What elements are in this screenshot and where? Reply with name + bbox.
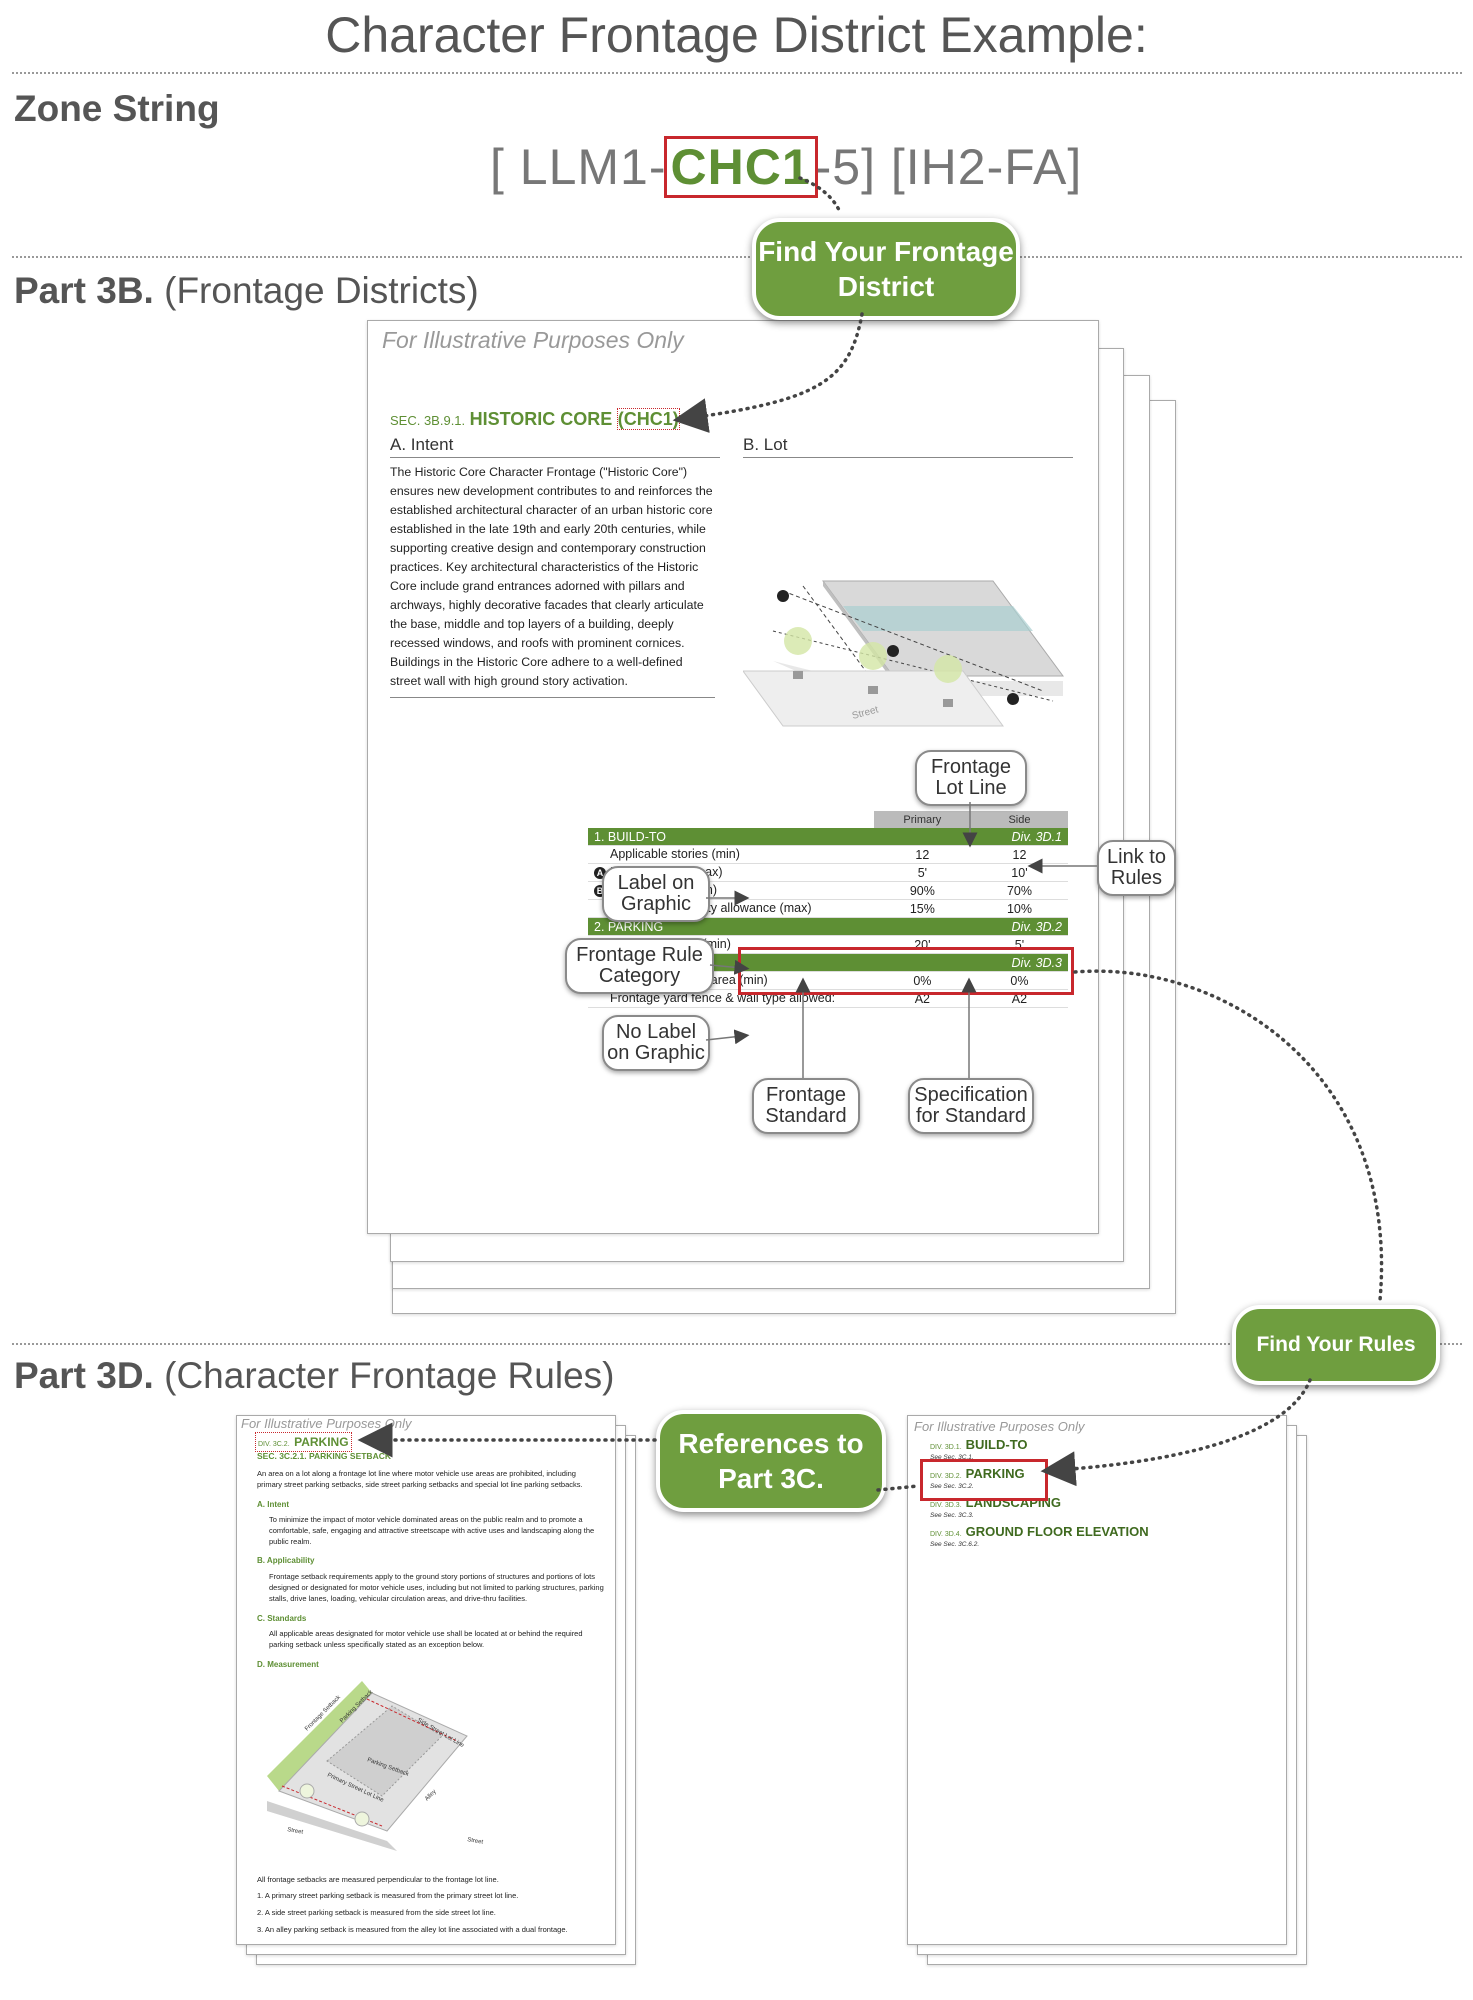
primary-value: 5': [873, 863, 971, 882]
div-number: DIV. 3D.2.: [930, 1473, 962, 1480]
callout-frontage-rule-category: Frontage Rule Category: [565, 938, 714, 994]
group-ref: Div. 3D.3: [873, 953, 1068, 972]
group-ref: Div. 3D.1: [873, 828, 1068, 846]
section-code: (CHC1): [616, 408, 680, 430]
lot-heading: B. Lot: [743, 435, 1073, 458]
primary-value: 0%: [873, 971, 971, 990]
side-value: 0%: [970, 971, 1068, 990]
divider: [12, 72, 1462, 74]
divider: [12, 1343, 1462, 1345]
section-title: HISTORIC CORE: [469, 409, 613, 429]
see-reference: See Sec. 3C.3.: [930, 1512, 974, 1519]
see-reference: See Sec. 3C.1.: [930, 1454, 974, 1461]
parking-highlight: [738, 947, 1074, 995]
group-title: 1. BUILD-TO: [588, 828, 874, 846]
part-3b-rest: (Frontage Districts): [164, 270, 479, 311]
part-3d-bold: Part 3D.: [14, 1355, 154, 1396]
see-reference: See Sec. 3C.6.2.: [930, 1541, 980, 1548]
callout-link-to-rules: Link to Rules: [1097, 840, 1176, 896]
standards-head: C. Standards: [257, 1614, 307, 1623]
diagram-label: Street: [287, 1827, 304, 1836]
div-title: GROUND FLOOR ELEVATION: [965, 1524, 1149, 1539]
applicability-text: Frontage setback requirements apply to t…: [269, 1572, 604, 1603]
foot-text: All frontage setbacks are measured perpe…: [257, 1875, 499, 1884]
side-value: 10%: [970, 899, 1068, 918]
measurement-head: D. Measurement: [257, 1660, 319, 1669]
intro-text: An area on a lot along a frontage lot li…: [257, 1469, 583, 1489]
illustrative-note: For Illustrative Purposes Only: [914, 1419, 1085, 1434]
row-label-cell: Applicable stories (min): [588, 845, 874, 864]
divider: [12, 256, 1462, 258]
see-reference: See Sec. 3C.2.: [930, 1483, 974, 1490]
find-rules-pill: Find Your Rules: [1232, 1305, 1440, 1385]
sec-title: SEC. 3C.2.1. PARKING SETBACK: [257, 1451, 391, 1461]
callout-frontage-standard: Frontage Standard: [752, 1078, 860, 1134]
zone-suffix: -5] [IH2-FA]: [814, 139, 1083, 195]
primary-value: 12: [873, 845, 971, 864]
page-title: Character Frontage District Example:: [325, 7, 1148, 63]
div-heading: DIV. 3C.2. PARKING: [255, 1432, 352, 1452]
right-page: For Illustrative Purposes Only DIV. 3D.1…: [907, 1415, 1287, 1945]
zone-prefix: [ LLM1-: [490, 139, 667, 195]
parking-div-highlight: [920, 1459, 1048, 1501]
div-title: PARKING: [965, 1466, 1025, 1481]
part-3b-heading: Part 3B. (Frontage Districts): [14, 270, 479, 312]
find-district-pill: Find Your Frontage District: [752, 218, 1020, 320]
div-title: PARKING: [294, 1435, 349, 1449]
measurement-list: 1. A primary street parking setback is m…: [257, 1890, 602, 1941]
section-number: SEC. 3B.9.1.: [390, 413, 466, 428]
part-3d-rest: (Character Frontage Rules): [164, 1355, 615, 1396]
intent-text: The Historic Core Character Frontage ("H…: [390, 463, 715, 698]
part-3d-heading: Part 3D. (Character Frontage Rules): [14, 1355, 614, 1397]
standards-text: All applicable areas designated for moto…: [269, 1629, 583, 1649]
row-label: Applicable stories (min): [610, 847, 740, 861]
div-entry: DIV. 3D.4.GROUND FLOOR ELEVATION See Sec.…: [930, 1523, 1270, 1548]
group-ref: Div. 3D.2: [873, 917, 1068, 936]
callout-specification: Specification for Standard: [908, 1078, 1034, 1134]
zone-highlight: CHC1: [663, 136, 818, 198]
intent-text: To minimize the impact of motor vehicle …: [269, 1515, 595, 1546]
side-value: 70%: [970, 881, 1068, 900]
div-number: DIV. 3D.1.: [930, 1444, 962, 1451]
intent-heading: A. Intent: [390, 435, 720, 458]
primary-value: 90%: [873, 881, 971, 900]
measurement-item: 2. A side street parking setback is meas…: [257, 1908, 496, 1917]
side-value: 12: [970, 845, 1068, 864]
col-primary: Primary: [873, 811, 971, 828]
diagram-label: Alley: [424, 1789, 437, 1802]
illustrative-note: For Illustrative Purposes Only: [241, 1416, 412, 1431]
measurement-item: 1. A primary street parking setback is m…: [257, 1891, 519, 1900]
section-heading: SEC. 3B.9.1. HISTORIC CORE (CHC1): [390, 408, 680, 430]
part-3b-bold: Part 3B.: [14, 270, 154, 311]
col-side: Side: [970, 811, 1068, 828]
left-page: For Illustrative Purposes Only DIV. 3C.2…: [236, 1415, 616, 1945]
applicability-head: B. Applicability: [257, 1556, 315, 1565]
primary-value: 15%: [873, 899, 971, 918]
references-pill: References to Part 3C.: [656, 1410, 886, 1512]
zone-string-heading: Zone String: [14, 88, 220, 129]
div-entry: DIV. 3D.1.BUILD-TO See Sec. 3C.1.: [930, 1436, 1270, 1461]
callout-frontage-lot-line: Frontage Lot Line: [915, 750, 1027, 806]
div-number: DIV. 3C.2.: [258, 1441, 290, 1448]
div-title: BUILD-TO: [965, 1437, 1028, 1452]
lot-diagram: Street: [743, 580, 1064, 727]
illustrative-note: For Illustrative Purposes Only: [382, 327, 684, 353]
div-number: DIV. 3D.4.: [930, 1531, 962, 1538]
diagram-label: Street: [467, 1837, 484, 1846]
group-title: 2. PARKING: [588, 917, 874, 936]
side-value: 10': [970, 863, 1068, 882]
callout-label-on-graphic: Label on Graphic: [602, 866, 710, 922]
div-number: DIV. 3D.3.: [930, 1502, 962, 1509]
intent-head: A. Intent: [257, 1500, 289, 1509]
zone-string: [ LLM1-CHC1-5] [IH2-FA]: [490, 136, 1083, 198]
div-entry: DIV. 3D.2.PARKING See Sec. 3C.2.: [930, 1465, 1270, 1490]
callout-no-label-on-graphic: No Label on Graphic: [602, 1015, 710, 1071]
measurement-item: 3. An alley parking setback is measured …: [257, 1925, 568, 1934]
